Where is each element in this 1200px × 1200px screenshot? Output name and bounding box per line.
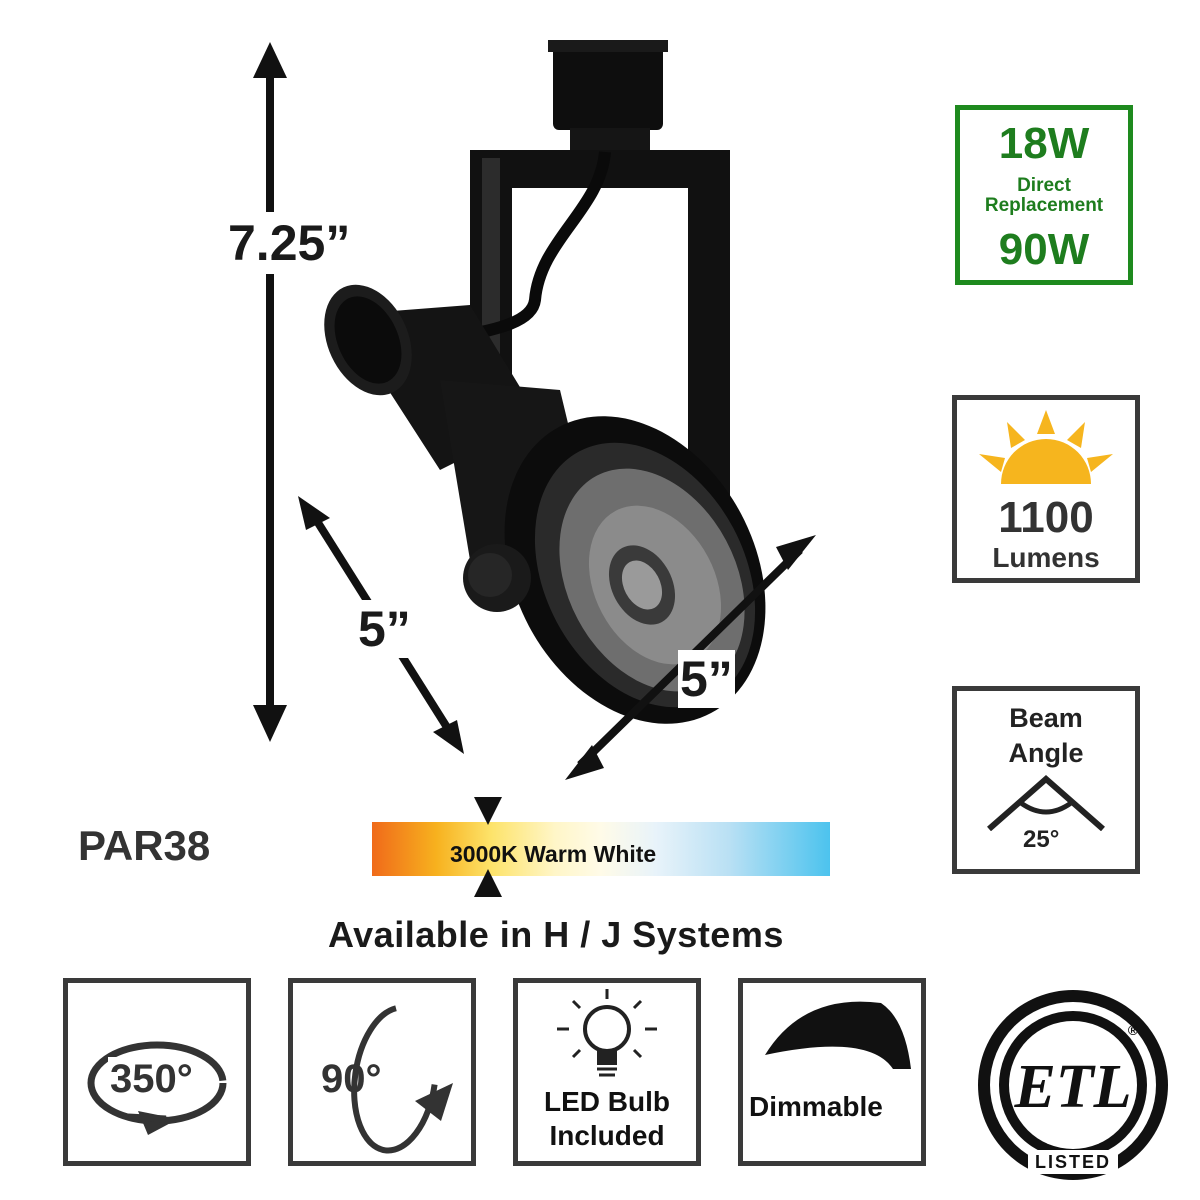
height-dimension-arrow bbox=[253, 42, 287, 742]
tilt-feature: 90° bbox=[288, 978, 476, 1166]
svg-text:ETL: ETL bbox=[1013, 1053, 1131, 1121]
rotation-feature: 350° bbox=[63, 978, 251, 1166]
lumens-value: 1100 bbox=[998, 493, 1094, 542]
color-temperature-bar bbox=[372, 822, 830, 876]
tilt-icon bbox=[351, 1004, 453, 1154]
led-bulb-label: LED Bulb bbox=[544, 1086, 670, 1117]
height-label: 7.25” bbox=[228, 212, 351, 274]
lumens-label: Lumens bbox=[992, 542, 1100, 573]
dimmable-label: Dimmable bbox=[749, 1091, 883, 1122]
led-included-label: Included bbox=[549, 1119, 665, 1151]
svg-text:®: ® bbox=[1128, 1022, 1139, 1038]
beam-angle-value: 25° bbox=[1023, 826, 1060, 853]
bulb-type: PAR38 bbox=[78, 822, 211, 869]
color-temperature-label: 3000K Warm White bbox=[450, 841, 657, 867]
lumens-badge: 1100 Lumens bbox=[952, 395, 1140, 583]
dimmable-feature: Dimmable bbox=[738, 978, 926, 1166]
direct-label: Direct bbox=[1017, 175, 1071, 196]
etl-listed-logo: ETL LISTED ® bbox=[978, 990, 1168, 1180]
beam-angle-badge: Beam Angle 25° bbox=[952, 686, 1140, 874]
light-bulb-icon bbox=[557, 989, 657, 1077]
beam-angle-icon bbox=[987, 775, 1105, 832]
equivalent-wattage: 90W bbox=[998, 224, 1090, 274]
wattage-value: 18W bbox=[998, 119, 1090, 168]
tilt-value: 90° bbox=[321, 1057, 382, 1101]
color-temperature-marker bbox=[474, 797, 502, 897]
rotate-icon bbox=[87, 1041, 227, 1135]
wattage-badge: 18W Direct Replacement 90W bbox=[955, 105, 1133, 285]
replacement-label: Replacement bbox=[984, 194, 1104, 216]
track-light-fixture bbox=[324, 40, 766, 724]
dimmer-icon bbox=[765, 1001, 911, 1069]
rotation-value: 350° bbox=[108, 1057, 195, 1102]
systems-availability: Available in H / J Systems bbox=[328, 914, 784, 955]
beam-title: Beam bbox=[1009, 703, 1083, 733]
width-label: 5” bbox=[678, 650, 735, 708]
depth-label: 5” bbox=[356, 600, 413, 658]
sun-icon bbox=[979, 410, 1113, 484]
led-bulb-feature: LED Bulb Included bbox=[513, 978, 701, 1166]
angle-title: Angle bbox=[1008, 738, 1084, 769]
svg-text:LISTED: LISTED bbox=[1035, 1152, 1111, 1172]
